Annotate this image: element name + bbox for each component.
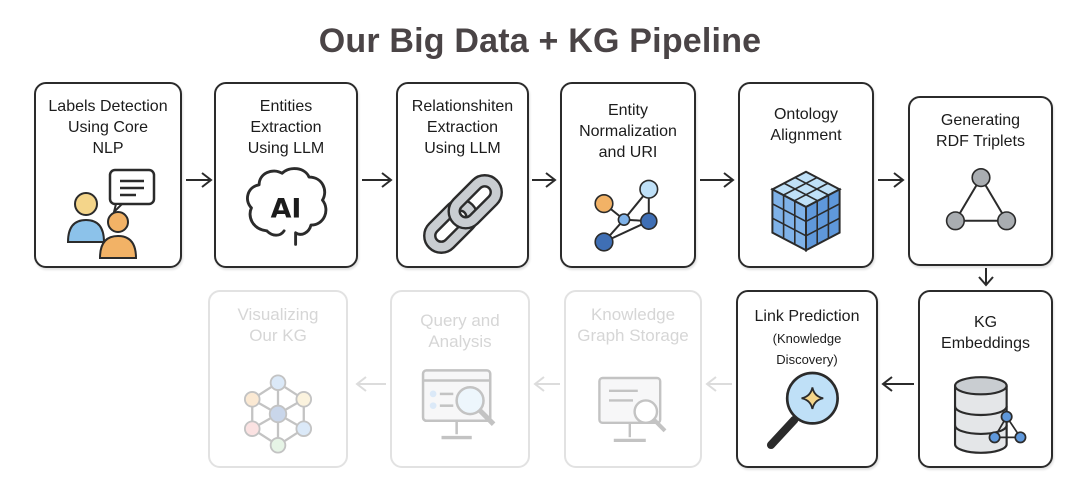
people-chat-icon [66,168,156,259]
step-query-analysis: Query and Analysis [390,290,530,468]
step-visualizing-kg: Visualizing Our KG [208,290,348,468]
network-icon [243,374,313,454]
arrow-left-icon [355,376,386,392]
step-label: Knowledge Graph Storage [577,305,689,345]
step-sublabel: (Knowledge Discovery) [772,331,842,367]
step-label: Link Prediction [754,308,860,325]
chain-link-icon [422,174,503,254]
ai-brain-icon: AI [246,167,328,246]
step-kg-embeddings: KG Embeddings [918,290,1053,468]
arrow-right-icon [700,172,735,188]
step-entity-normalization: Entity Normalization and URI [560,82,696,268]
step-generating-rdf: Generating RDF Triplets [908,96,1053,266]
step-ontology-alignment: Ontology Alignment [738,82,874,268]
step-label: Entities Extraction Using LLM [247,98,325,157]
step-label: Relationshiten Extraction Using LLM [411,98,514,157]
step-label: Visualizing Our KG [237,305,319,345]
cube-icon [770,170,842,252]
arrow-right-icon [878,172,905,188]
arrow-left-icon [705,376,732,392]
step-relationship-extraction: Relationshiten Extraction Using LLM [396,82,529,268]
arrow-left-icon [881,376,914,392]
arrow-right-icon [532,172,557,188]
arrow-right-icon [362,172,393,188]
step-entities-extraction: Entities Extraction Using LLM AI [214,82,358,268]
arrow-left-icon [533,376,560,392]
step-label: Query and Analysis [420,311,500,351]
database-graph-icon [953,376,1026,454]
node-graph-icon [594,179,659,252]
page-title: Our Big Data + KG Pipeline [318,22,762,60]
screen-search-icon [421,369,496,440]
step-label: KG Embeddings [941,314,1030,352]
step-label: Entity Normalization and URI [579,102,677,161]
triangle-graph-icon [945,168,1016,231]
step-knowledge-graph-storage: Knowledge Graph Storage [564,290,702,468]
step-label: Labels Detection Using Core NLP [48,98,168,157]
arrow-down-icon [978,268,994,287]
step-labels-detection: Labels Detection Using Core NLP [34,82,182,268]
magnifier-sparkle-icon [766,371,839,450]
step-label: Ontology Alignment [770,106,842,144]
monitor-search-icon [598,376,667,442]
arrow-right-icon [186,172,213,188]
step-label: Generating RDF Triplets [936,112,1025,150]
step-link-prediction: Link Prediction (Knowledge Discovery) [736,290,878,468]
ai-text: AI [271,193,302,224]
